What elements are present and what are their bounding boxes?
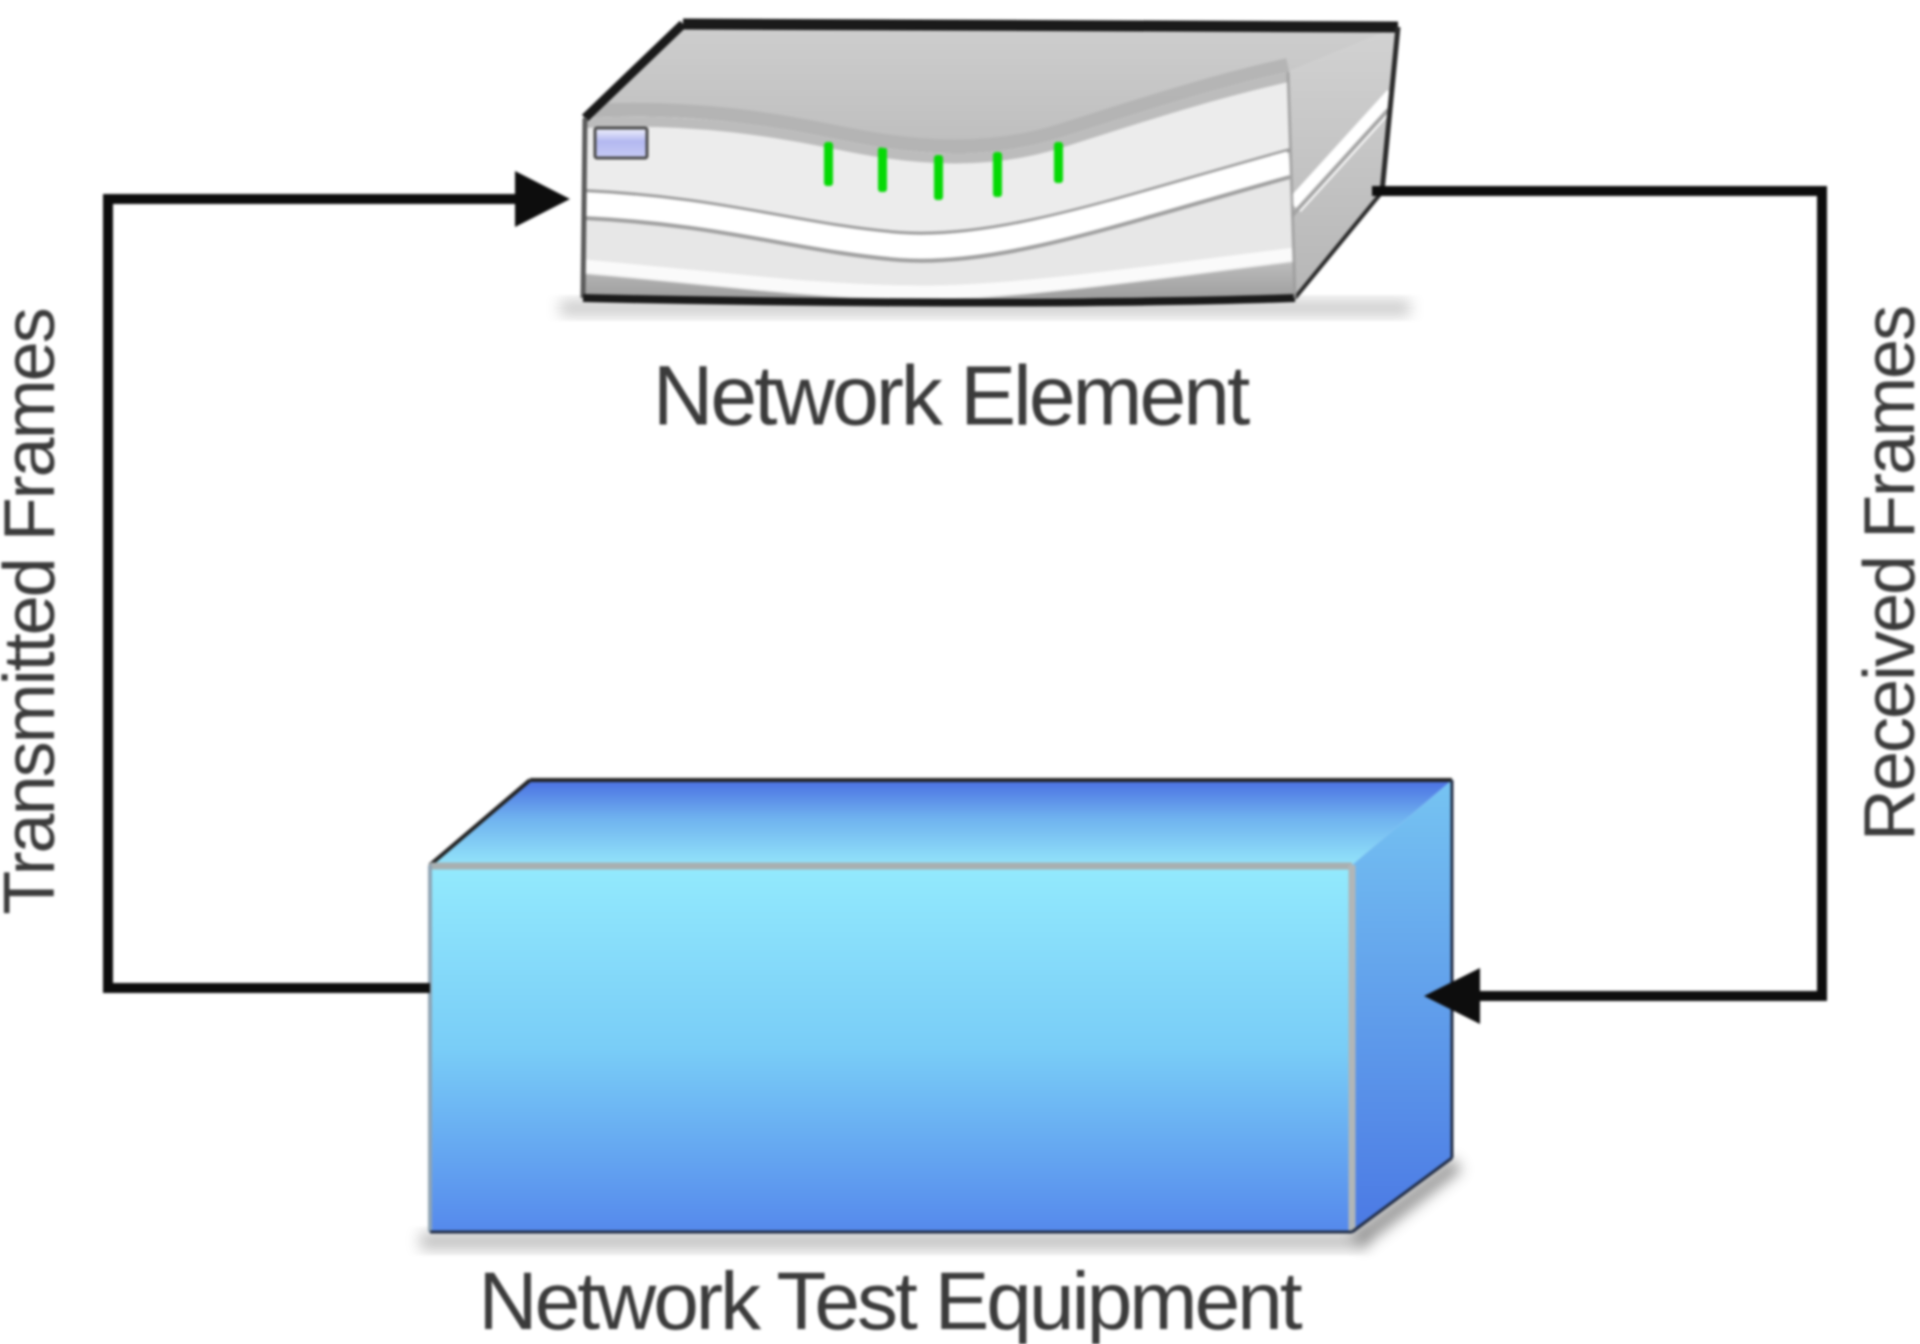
network-test-equipment-device [420, 778, 1462, 1250]
network-test-equipment-label: Network Test Equipment [478, 1256, 1302, 1344]
box-side-bottom-edge [1351, 1156, 1453, 1234]
status-led-icon [878, 147, 887, 192]
status-led-row [824, 142, 1063, 200]
device-outline-left [580, 117, 588, 299]
received-frames-arrow [1372, 186, 1827, 1024]
status-led-icon [934, 155, 943, 200]
box-shadow [420, 1232, 1365, 1250]
box-side-face [1352, 780, 1452, 1232]
device-display-badge [593, 126, 649, 160]
network-element-device [560, 18, 1410, 316]
status-led-icon [824, 142, 833, 186]
device-front-right-seam [1286, 71, 1297, 299]
status-led-icon [993, 152, 1002, 197]
network-element-label: Network Element [652, 348, 1251, 443]
status-led-icon [1054, 142, 1063, 183]
device-outline-bottom [582, 294, 1296, 307]
box-shadow-right [1352, 1158, 1462, 1248]
box-outline-left-diagonal [428, 778, 532, 867]
received-frames-label: Received Frames [1850, 306, 1920, 842]
device-outline-left-diagonal [581, 20, 687, 122]
device-outline-right [1379, 26, 1401, 193]
device-side-face [1288, 27, 1398, 298]
device-outline-side-bottom [1293, 190, 1384, 300]
device-outline-top [682, 18, 1399, 33]
arrowhead-icon [515, 171, 570, 227]
transmitted-frames-label: Transmitted Frames [0, 309, 70, 915]
arrowhead-icon [1424, 968, 1480, 1024]
transmitted-frames-arrow [103, 171, 570, 993]
box-front-face [430, 865, 1352, 1232]
box-top-face [430, 780, 1452, 865]
